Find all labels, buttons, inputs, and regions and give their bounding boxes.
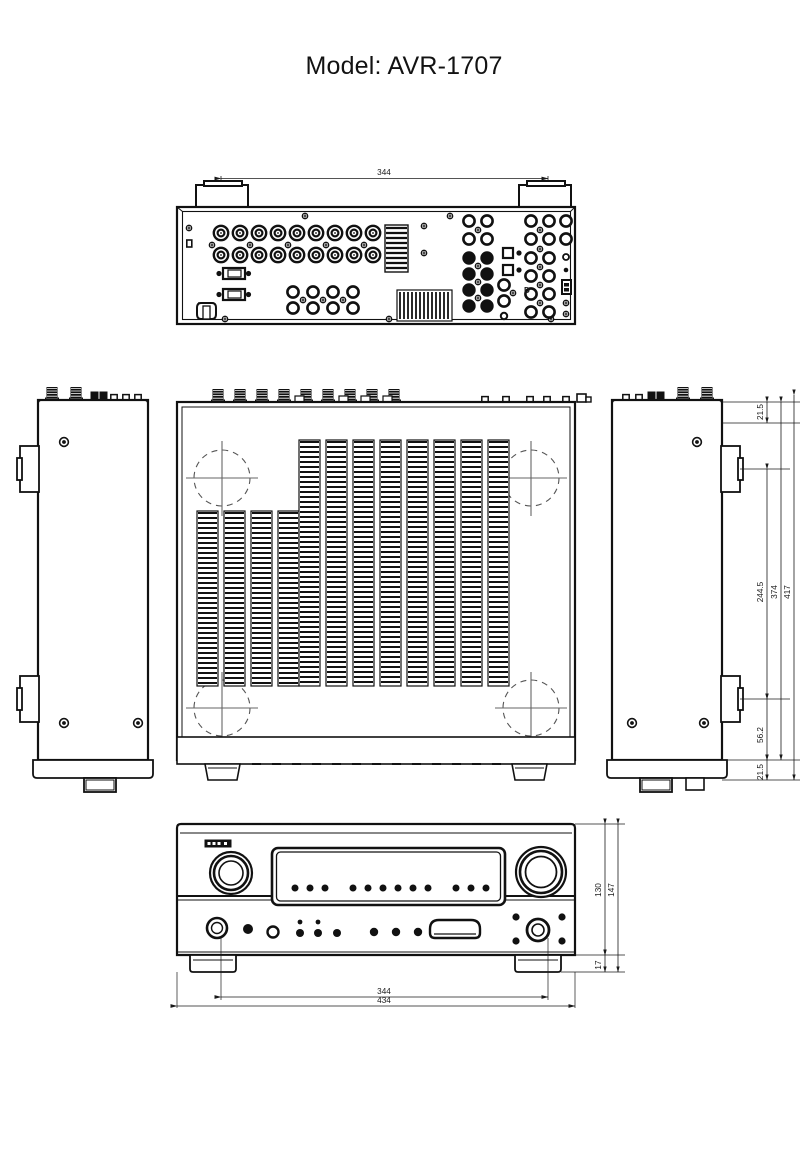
front-view: 130 17 147 xyxy=(170,818,625,1008)
rear-chassis-inner-edge xyxy=(181,210,572,321)
rear-screw-mid-b xyxy=(420,249,428,257)
dim-front-body-height: 130 xyxy=(594,818,607,956)
rear-vent-grid-lower xyxy=(396,289,453,322)
rear-chassis-body xyxy=(175,205,577,326)
front-jog-surround-buttons[interactable] xyxy=(512,913,566,945)
left-side-bracket-lower xyxy=(16,675,40,723)
right-side-screw-top xyxy=(691,436,703,448)
front-headphone-jack[interactable] xyxy=(205,916,229,940)
left-side-screw-bottom-right xyxy=(132,717,144,729)
rear-rack-ear-left xyxy=(195,180,249,209)
front-button-group-left[interactable] xyxy=(266,919,342,939)
right-side-top-knobs xyxy=(622,386,715,402)
front-height-dimension-set: 130 17 147 xyxy=(561,818,625,973)
rear-rack-ear-right xyxy=(518,180,572,209)
front-foot-right xyxy=(514,954,562,973)
right-side-body xyxy=(610,398,724,762)
dim-depth-total: 417 xyxy=(783,389,796,781)
front-sensor-strip xyxy=(204,839,232,848)
dim-depth-mid: 244.5 xyxy=(756,463,769,700)
right-side-foot-secondary xyxy=(685,777,705,791)
left-side-bracket-upper xyxy=(16,445,40,493)
left-side-top-knobs xyxy=(44,386,142,402)
dim-front-inner-width: 344 xyxy=(214,987,549,999)
top-view-rear-edge-vents xyxy=(252,763,501,765)
page-title: Model: AVR-1707 xyxy=(305,52,503,80)
top-view-mount-circle-front-left xyxy=(186,441,258,516)
dim-label-215-bottom: 21.5 xyxy=(756,764,765,780)
rear-digital-module-b xyxy=(216,287,252,302)
right-side-screw-bottom-right xyxy=(698,717,710,729)
front-width-dimension-set: 344 434 xyxy=(170,938,576,1008)
dim-depth-lower: 56.2 xyxy=(756,693,769,761)
rear-digital-module-a xyxy=(216,266,252,281)
front-button-aux[interactable] xyxy=(243,924,253,934)
rear-marking-d: D xyxy=(524,286,530,295)
depth-dimension-set: 21.5 244.5 56.2 21.5 374 xyxy=(722,389,800,781)
dim-label-147: 147 xyxy=(607,883,616,897)
rear-rca-bank-bottom xyxy=(212,246,382,264)
left-side-body xyxy=(36,398,150,762)
rear-screw-left-upper xyxy=(185,224,193,232)
rear-screw-mid-a xyxy=(420,222,428,230)
top-view-vent-slats xyxy=(198,440,510,685)
left-side-plinth xyxy=(32,759,154,779)
dim-depth-body: 374 xyxy=(770,396,783,761)
rear-screw-top-b xyxy=(446,212,454,220)
dim-label-215-top: 21.5 xyxy=(756,404,765,420)
dim-depth-front-offset: 21.5 xyxy=(756,396,769,424)
rear-screw-top-a xyxy=(301,212,309,220)
rear-vent-stack-upper xyxy=(384,224,409,273)
right-side-view xyxy=(606,386,744,793)
front-door-handle[interactable] xyxy=(428,918,482,940)
dim-label-562: 56.2 xyxy=(756,727,765,743)
top-view-foot-rear-left xyxy=(204,763,241,781)
top-view-front-buttons-right xyxy=(481,393,592,403)
dim-front-outer-width: 434 xyxy=(170,996,576,1008)
front-knob-left[interactable] xyxy=(208,850,254,896)
dim-front-total-height: 147 xyxy=(607,818,620,973)
front-display-indicators xyxy=(291,884,490,892)
top-view-front-knobs xyxy=(211,388,401,404)
rear-screw-bottom-b xyxy=(385,315,393,323)
front-button-group-center[interactable] xyxy=(369,927,423,937)
dim-label-rear-344: 344 xyxy=(377,168,391,177)
dim-front-foot-height: 17 xyxy=(594,949,607,973)
top-view xyxy=(175,388,592,781)
right-side-bracket-lower xyxy=(720,675,744,723)
dim-rear-width: 344 xyxy=(214,168,549,207)
rear-terminals-far-right xyxy=(559,214,573,318)
front-knob-right[interactable] xyxy=(514,845,568,899)
dim-label-front-344: 344 xyxy=(377,987,391,996)
front-foot-left xyxy=(189,954,237,973)
rear-view: 344 xyxy=(175,168,577,326)
right-side-bracket-upper xyxy=(720,445,744,493)
left-side-foot xyxy=(83,777,117,793)
dim-label-2445: 244.5 xyxy=(756,581,765,602)
dim-label-front-434: 434 xyxy=(377,996,391,1005)
front-jog-dial[interactable] xyxy=(525,917,551,943)
right-side-screw-bottom-left xyxy=(626,717,638,729)
top-view-front-selector xyxy=(576,393,592,403)
rear-screw-bottom-a xyxy=(221,315,229,323)
top-view-foot-rear-right xyxy=(511,763,548,781)
left-side-screw-bottom-left xyxy=(58,717,70,729)
right-side-plinth xyxy=(606,759,728,779)
dim-label-374: 374 xyxy=(770,585,779,599)
left-side-view xyxy=(16,386,154,793)
dim-label-130: 130 xyxy=(594,883,603,897)
rear-ac-inlet xyxy=(196,302,217,320)
rear-slot-left xyxy=(186,239,193,248)
dim-depth-rear-offset: 21.5 xyxy=(756,754,769,781)
dim-label-17: 17 xyxy=(594,960,603,970)
dim-label-417: 417 xyxy=(783,585,792,599)
right-side-foot xyxy=(639,777,673,793)
rear-round-jacks-mid xyxy=(497,278,517,321)
rear-square-connectors xyxy=(501,246,522,277)
front-display-window xyxy=(270,846,507,907)
left-side-screw-top xyxy=(58,436,70,448)
top-view-rear-band xyxy=(176,736,576,765)
rear-rca-bank-top xyxy=(212,224,382,242)
